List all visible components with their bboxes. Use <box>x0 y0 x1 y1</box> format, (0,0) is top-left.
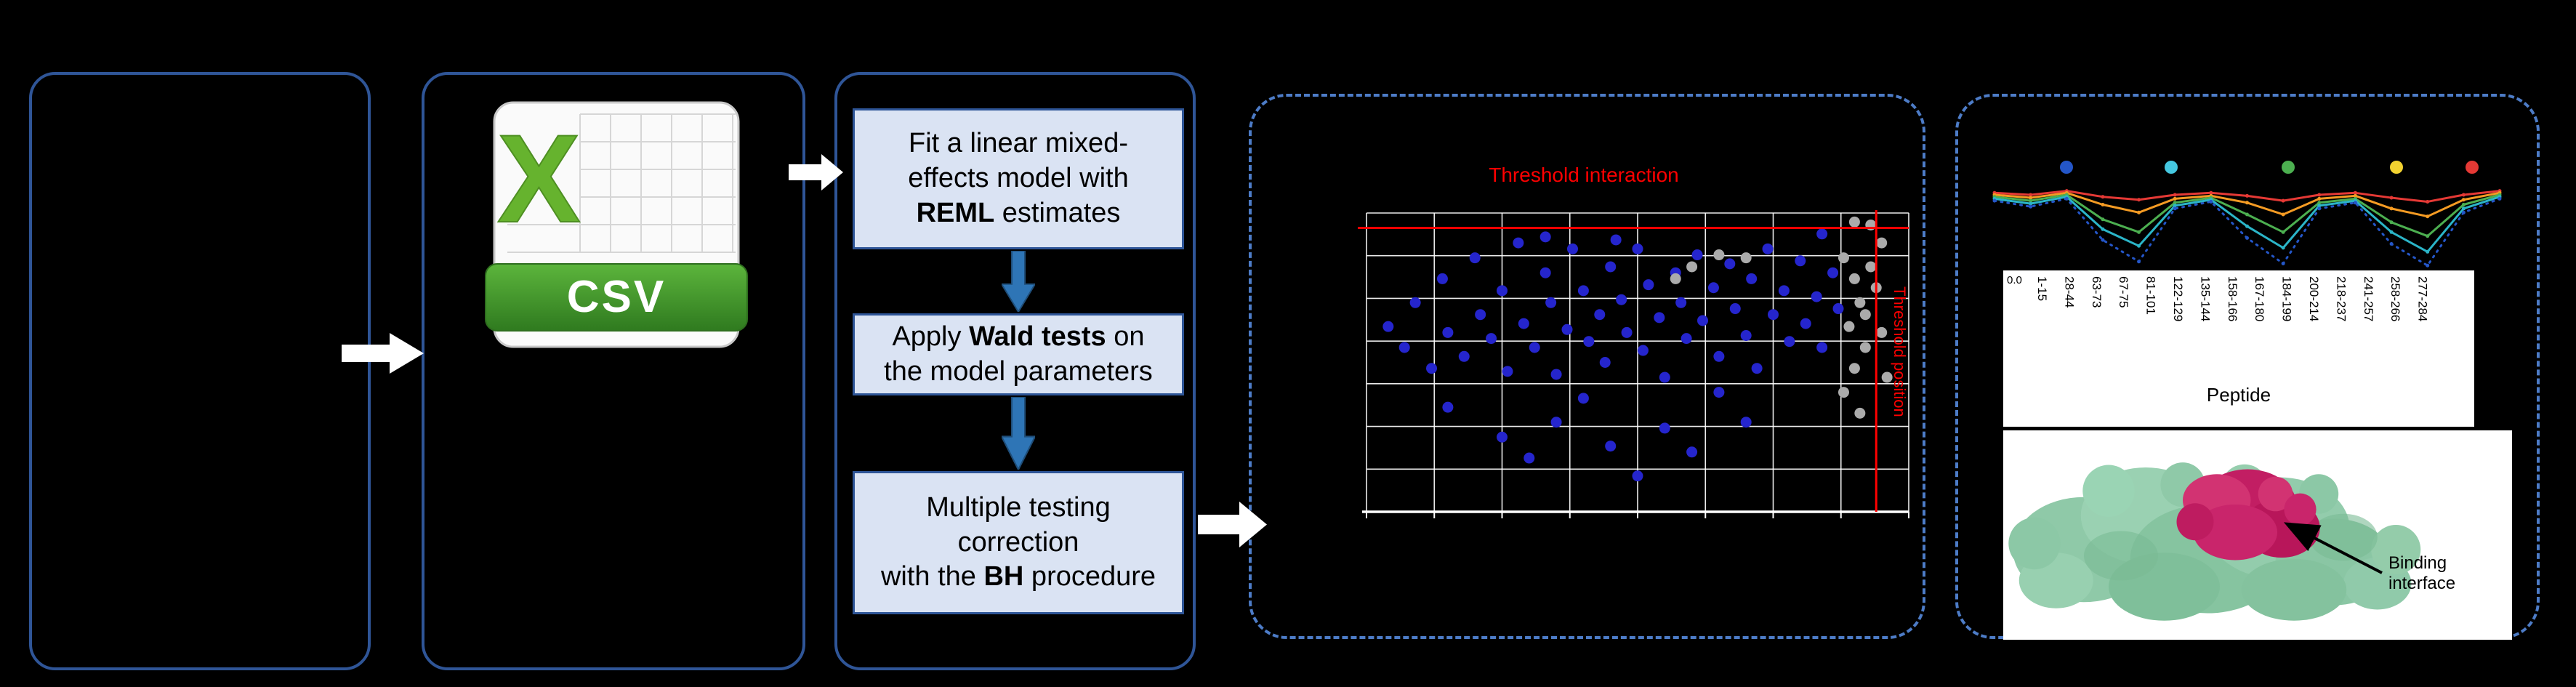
peptide-axis-labels: 1-15 28-44 63-73 67-75 81-101 122-129 135-144 1… <box>2035 276 2430 321</box>
down-arrow-2 <box>1002 397 1035 470</box>
results-scatter-panel: Threshold interaction Threshold position <box>1249 94 1925 639</box>
binding-interface-region <box>2176 469 2320 561</box>
flow-arrow-2 <box>789 154 843 190</box>
svg-text:277-284: 277-284 <box>2416 276 2430 321</box>
flow-arrow-1 <box>342 333 424 374</box>
excel-x-letter: X <box>497 109 581 249</box>
csv-panel: X CSV <box>422 72 805 670</box>
uptake-line-chart <box>1992 161 2502 268</box>
peptide-uptake-figure: 1-15 28-44 63-73 67-75 81-101 122-129 135-144 1… <box>1992 161 2512 640</box>
svg-text:63-73: 63-73 <box>2090 276 2104 308</box>
csv-banner <box>485 263 748 332</box>
results-peptide-panel: 1-15 28-44 63-73 67-75 81-101 122-129 135-144 1… <box>1955 94 2540 640</box>
svg-text:67-75: 67-75 <box>2117 276 2130 308</box>
csv-banner-label: CSV <box>567 272 666 322</box>
peptide-axis-title: Peptide <box>2207 384 2271 406</box>
svg-text:158-166: 158-166 <box>2226 276 2239 321</box>
binding-interface-label-line2: interface <box>2388 574 2455 593</box>
svg-text:258-266: 258-266 <box>2388 276 2402 321</box>
scatter-plot-area <box>1358 210 1909 518</box>
input-panel <box>29 72 371 670</box>
svg-text:28-44: 28-44 <box>2062 276 2076 308</box>
svg-text:184-199: 184-199 <box>2280 276 2294 321</box>
svg-text:167-180: 167-180 <box>2253 276 2266 321</box>
y-axis-tick-label: 0.0 <box>2007 274 2022 286</box>
down-arrow-1 <box>1002 251 1035 312</box>
svg-text:218-237: 218-237 <box>2334 276 2348 321</box>
svg-text:81-101: 81-101 <box>2144 276 2158 315</box>
threshold-interaction-label: Threshold interaction <box>1489 164 1678 186</box>
csv-file-icon: X CSV <box>485 101 748 348</box>
axis-labels-background <box>2003 270 2474 427</box>
protein-structure-image <box>2008 462 2421 621</box>
svg-text:200-214: 200-214 <box>2307 276 2321 321</box>
svg-text:241-257: 241-257 <box>2362 276 2375 321</box>
svg-text:1-15: 1-15 <box>2035 276 2049 301</box>
spreadsheet-grid <box>507 113 736 253</box>
binding-interface-label-line1: Binding <box>2388 553 2447 573</box>
threshold-position-label: Threshold position <box>1891 286 1909 417</box>
svg-text:135-144: 135-144 <box>2198 276 2212 321</box>
binding-interface-arrow <box>2283 522 2383 574</box>
flow-arrow-3 <box>1198 502 1267 547</box>
svg-text:122-129: 122-129 <box>2171 276 2185 321</box>
threshold-scatter-plot: Threshold interaction Threshold position <box>1358 164 1909 518</box>
